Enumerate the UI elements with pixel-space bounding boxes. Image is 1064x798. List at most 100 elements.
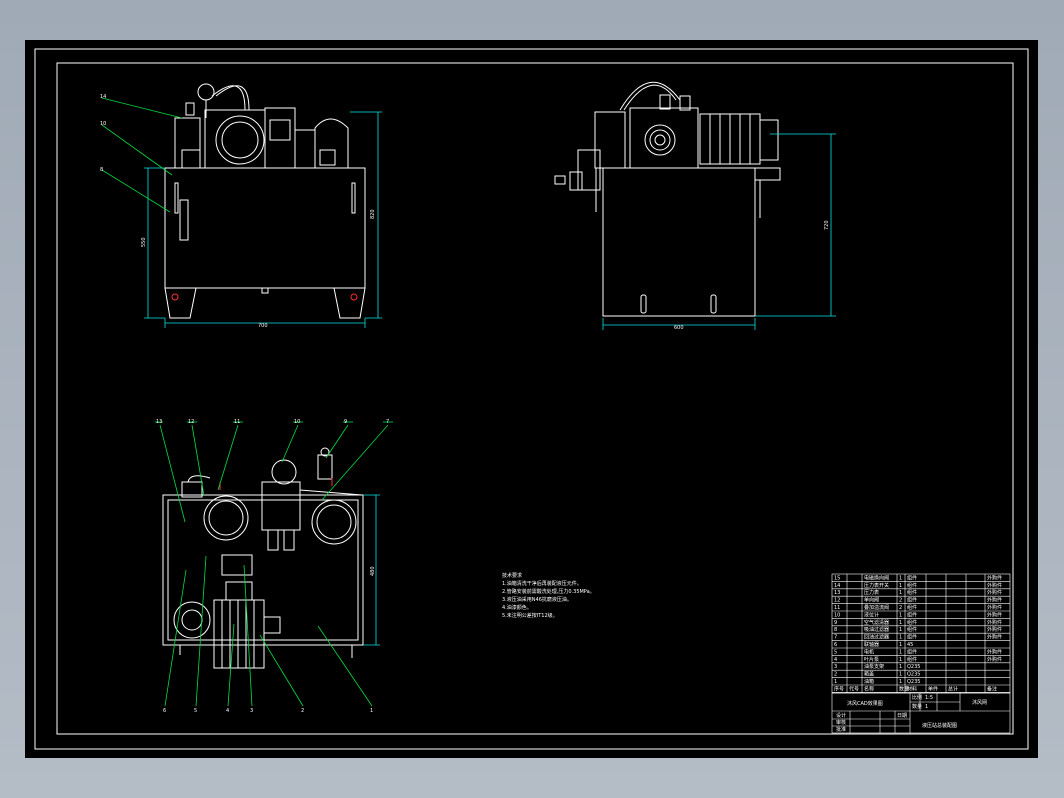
- bom-cell: 1: [899, 672, 902, 678]
- front-view-marks: [171, 293, 358, 301]
- title-designer-label: 设计: [836, 712, 846, 719]
- bom-cell: 材料: [907, 685, 917, 692]
- bom-cell: 7: [834, 635, 837, 641]
- top-view-marks: [219, 478, 333, 490]
- title-date-label: 日期: [897, 713, 907, 719]
- side-tank-body: [602, 167, 756, 317]
- side-view[interactable]: [554, 81, 781, 317]
- title-block[interactable]: [831, 692, 1011, 734]
- top-callout-bottom-2: 5: [194, 708, 197, 714]
- title-checker-label: 审核: [836, 719, 846, 726]
- note-4: 4.油漆颜色。: [502, 604, 532, 611]
- bom-cell: 组件: [907, 656, 917, 663]
- outer-border: [34, 48, 1029, 750]
- bom-cell: 回油过滤器: [864, 634, 889, 641]
- front-dim-total-height: 820: [370, 209, 376, 219]
- bom-cell: 1: [899, 590, 902, 596]
- bom-cell: 液位计: [864, 611, 879, 618]
- title-sheet-name: 液压站总装配图: [922, 722, 957, 729]
- front-dim-width: 700: [258, 323, 268, 329]
- bom-cell: 电机: [864, 648, 874, 655]
- front-view[interactable]: [164, 83, 366, 319]
- bom-cell: 代号: [849, 685, 859, 692]
- bom-cell: 组件: [907, 604, 917, 611]
- bom-cell: 10: [834, 612, 840, 618]
- bom-cell: 外购件: [987, 626, 1002, 633]
- bom-cell: 压力表开关: [864, 582, 889, 589]
- bom-cell: 14: [834, 583, 840, 589]
- top-callout-top-4: 10: [294, 419, 300, 425]
- bom-cell: 2: [899, 605, 902, 611]
- bom-cell: 1: [834, 679, 837, 685]
- tank-body: [164, 167, 366, 289]
- title-logo-text: 沐风CAD效果图: [847, 700, 883, 707]
- bom-cell: 13: [834, 590, 840, 596]
- bom-cell: 2: [899, 598, 902, 604]
- bom-cell: 组件: [907, 626, 917, 633]
- bom-cell: 组件: [907, 582, 917, 589]
- top-callout-top-3: 11: [234, 419, 240, 425]
- bom-cell: 吸油过滤器: [864, 626, 889, 633]
- bom-cell: 1: [899, 679, 902, 685]
- bom-cell: 数量: [899, 685, 909, 692]
- bom-cell: 1: [899, 635, 902, 641]
- top-callout-bottom-5: 2: [301, 708, 304, 714]
- bom-cell: 油箱: [864, 678, 874, 685]
- bom-cell: 外购件: [987, 574, 1002, 581]
- note-5: 5.未注明公差按IT12级。: [502, 612, 558, 619]
- note-3: 3.液压油采用N46抗磨液压油。: [502, 596, 572, 603]
- top-callout-bottom-4: 3: [250, 708, 253, 714]
- top-view[interactable]: [162, 447, 364, 669]
- top-callout-top-5: 9: [344, 419, 347, 425]
- front-callout-2: 10: [100, 121, 106, 127]
- bom-cell: 单件: [928, 685, 938, 692]
- title-scale-value: 1:5: [925, 695, 933, 701]
- note-2: 2.管路安装前需酸洗处理,压力0.35MPa。: [502, 588, 595, 595]
- title-qty-label: 数量: [912, 703, 922, 710]
- top-callout-top-6: 7: [386, 419, 389, 425]
- bom-cell: 组件: [907, 574, 917, 581]
- top-view-leaders: [155, 421, 393, 707]
- bom-cell: 12: [834, 598, 840, 604]
- bom-cell: 组件: [907, 619, 917, 626]
- top-callout-top-2: 12: [188, 419, 194, 425]
- bom-cell: 叶片泵: [864, 656, 879, 663]
- bom-cell: 油泵支架: [864, 663, 884, 670]
- bom-cell: 8: [834, 627, 837, 633]
- side-view-dimensions: [602, 133, 836, 330]
- bom-cell: 1: [899, 627, 902, 633]
- bom-cell: 组件: [907, 648, 917, 655]
- bom-cell: 总计: [948, 685, 958, 692]
- bom-cell: Q235: [907, 664, 920, 670]
- bom-cell: 1: [899, 649, 902, 655]
- front-view-leaders: [101, 97, 183, 213]
- bom-cell: 外购件: [987, 656, 1002, 663]
- bom-cell: 1: [899, 642, 902, 648]
- bom-cell: 6: [834, 642, 837, 648]
- top-callout-bottom-3: 4: [226, 708, 229, 714]
- bom-cell: 外购件: [987, 589, 1002, 596]
- bom-cell: 电磁换向阀: [864, 574, 889, 581]
- side-dim-width: 600: [674, 325, 684, 331]
- bom-cell: 3: [834, 664, 837, 670]
- top-dim-depth: 480: [370, 566, 376, 576]
- title-scale-label: 比例: [912, 694, 922, 701]
- bom-cell: 1: [899, 657, 902, 663]
- bom-cell: 外购件: [987, 582, 1002, 589]
- top-callout-bottom-6: 1: [370, 708, 373, 714]
- bom-cell: 4: [834, 657, 837, 663]
- bom-cell: 1: [899, 664, 902, 670]
- bom-cell: 外购件: [987, 604, 1002, 611]
- inner-border: [56, 62, 1014, 735]
